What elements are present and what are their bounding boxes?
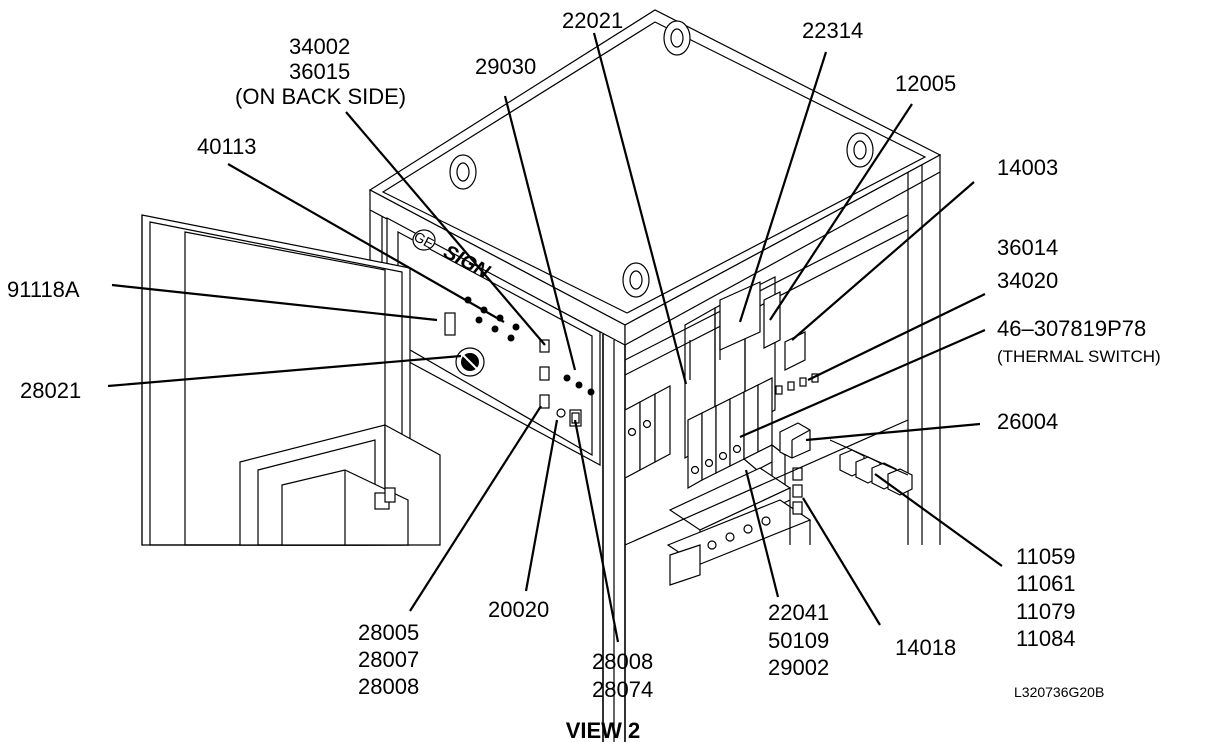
callout-91118A-line-1: 91118A bbox=[7, 277, 80, 302]
callout-28005-line-3: 28008 bbox=[358, 674, 419, 699]
door-inner-enclosure bbox=[239, 423, 441, 546]
callout-26004: 26004 bbox=[997, 409, 1058, 434]
callout-28008-28074-line-2: 28074 bbox=[592, 677, 653, 702]
drawing-number: L320736G20B bbox=[1014, 684, 1104, 700]
callout-34002-line-3: (ON BACK SIDE) bbox=[235, 84, 406, 109]
stacked-blocks-14018 bbox=[792, 467, 803, 515]
callout-28005-line-2: 28007 bbox=[358, 647, 419, 672]
view-title: VIEW 2 bbox=[566, 718, 641, 742]
callout-14018-line-1: 14018 bbox=[895, 635, 956, 660]
callout-22021: 22021 bbox=[562, 8, 623, 33]
callout-28005: 28005 28007 28008 bbox=[358, 620, 419, 699]
callout-46-307819P78-line-1: 46–307819P78 bbox=[997, 316, 1146, 341]
lifting-eye-right bbox=[846, 132, 874, 168]
callout-46-307819P78: 46–307819P78 (THERMAL SWITCH) bbox=[997, 316, 1161, 366]
callout-28021: 28021 bbox=[20, 378, 81, 403]
callout-28008-28074: 28008 28074 bbox=[592, 649, 653, 702]
callout-40113-line-1: 40113 bbox=[197, 134, 257, 159]
callout-22041-line-1: 22041 bbox=[768, 600, 829, 625]
callout-34002-line-2: 36015 bbox=[289, 59, 350, 84]
callout-36014-line-1: 36014 bbox=[997, 235, 1058, 260]
board-12005 bbox=[763, 291, 781, 349]
panel-switch-a bbox=[539, 339, 550, 353]
lifting-eye-top bbox=[663, 20, 691, 56]
panel-indicator-20020 bbox=[556, 408, 566, 418]
callout-22041-line-2: 50109 bbox=[768, 628, 829, 653]
callout-20020: 20020 bbox=[488, 597, 549, 622]
panel-switch-c bbox=[539, 394, 550, 409]
small-components-36014 bbox=[775, 373, 819, 395]
callout-22314-line-1: 22314 bbox=[802, 18, 863, 43]
callout-12005-line-1: 12005 bbox=[895, 71, 956, 96]
callout-14018: 14018 bbox=[895, 635, 956, 660]
callout-36014-line-2: 34020 bbox=[997, 268, 1058, 293]
panel-label-slot bbox=[444, 312, 456, 336]
callout-34002-line-1: 34002 bbox=[289, 34, 350, 59]
callout-29030: 29030 bbox=[475, 54, 536, 79]
callout-26004-line-1: 26004 bbox=[997, 409, 1058, 434]
status-lights bbox=[563, 374, 595, 396]
callout-12005: 12005 bbox=[895, 71, 956, 96]
callout-36014: 36014 34020 bbox=[997, 235, 1058, 293]
callout-22041-line-3: 29002 bbox=[768, 655, 829, 680]
callout-11059-line-2: 11061 bbox=[1016, 571, 1076, 596]
callout-40113: 40113 bbox=[197, 134, 257, 159]
callout-28005-line-1: 28005 bbox=[358, 620, 419, 645]
cabinet-illustration: GE SIGN bbox=[141, 9, 942, 742]
relay-modules-row bbox=[624, 377, 787, 502]
callout-91118A: 91118A bbox=[7, 277, 80, 302]
board-22314 bbox=[719, 281, 761, 351]
component-26004 bbox=[779, 422, 811, 459]
callout-46-307819P78-line-2: (THERMAL SWITCH) bbox=[997, 347, 1161, 366]
callout-14003-line-1: 14003 bbox=[997, 155, 1058, 180]
callout-11059-line-4: 11084 bbox=[1016, 626, 1076, 651]
callout-22041: 22041 50109 29002 bbox=[768, 600, 829, 680]
callout-11059: 11059 11061 11079 11084 bbox=[1016, 544, 1076, 651]
callout-20020-line-1: 20020 bbox=[488, 597, 549, 622]
panel-switch-b bbox=[539, 366, 550, 381]
callout-14003: 14003 bbox=[997, 155, 1058, 180]
lifting-eye-left bbox=[449, 154, 477, 190]
leader-lines bbox=[107, 32, 1003, 643]
lifting-eye-front bbox=[622, 262, 650, 298]
rotary-switch bbox=[455, 347, 485, 377]
callout-11059-line-3: 11079 bbox=[1016, 599, 1076, 624]
callout-28021-line-1: 28021 bbox=[20, 378, 81, 403]
callout-22314: 22314 bbox=[802, 18, 863, 43]
callout-28008-28074-line-1: 28008 bbox=[592, 649, 653, 674]
callout-29030-line-1: 29030 bbox=[475, 54, 536, 79]
callout-22021-line-1: 22021 bbox=[562, 8, 623, 33]
callout-34002: 34002 36015 (ON BACK SIDE) bbox=[235, 34, 406, 109]
callout-11059-line-1: 11059 bbox=[1016, 544, 1076, 569]
